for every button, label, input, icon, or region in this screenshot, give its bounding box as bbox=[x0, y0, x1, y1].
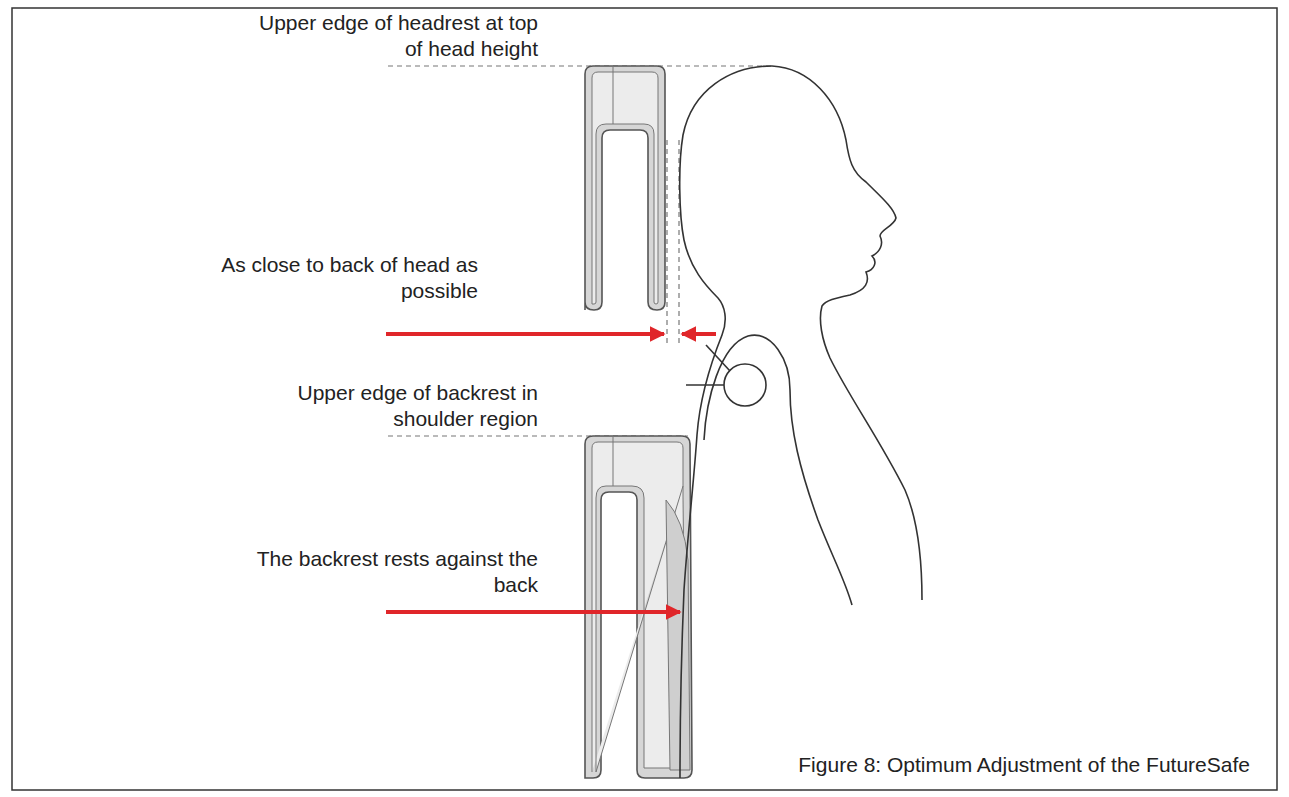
label-text: Upper edge of backrest in shoulder regio… bbox=[298, 381, 538, 430]
headrest bbox=[585, 66, 665, 310]
annotation-label: Upper edge of headrest at top of head he… bbox=[238, 10, 538, 62]
label-text: The backrest rests against the back bbox=[257, 547, 538, 596]
caption: Figure 8: Optimum Adjustment of the Futu… bbox=[798, 752, 1250, 778]
label-text: Upper edge of headrest at top of head he… bbox=[259, 11, 538, 60]
label-text: As close to back of head as possible bbox=[221, 253, 478, 302]
annotation-label: The backrest rests against the back bbox=[238, 546, 538, 598]
red-arrows bbox=[386, 334, 716, 612]
frame bbox=[12, 8, 1277, 790]
backrest bbox=[585, 436, 692, 778]
annotation-label: As close to back of head as possible bbox=[178, 252, 478, 304]
annotation-label: Upper edge of backrest in shoulder regio… bbox=[238, 380, 538, 432]
person-outline bbox=[680, 66, 922, 778]
caption-text: Figure 8: Optimum Adjustment of the Futu… bbox=[798, 753, 1250, 776]
